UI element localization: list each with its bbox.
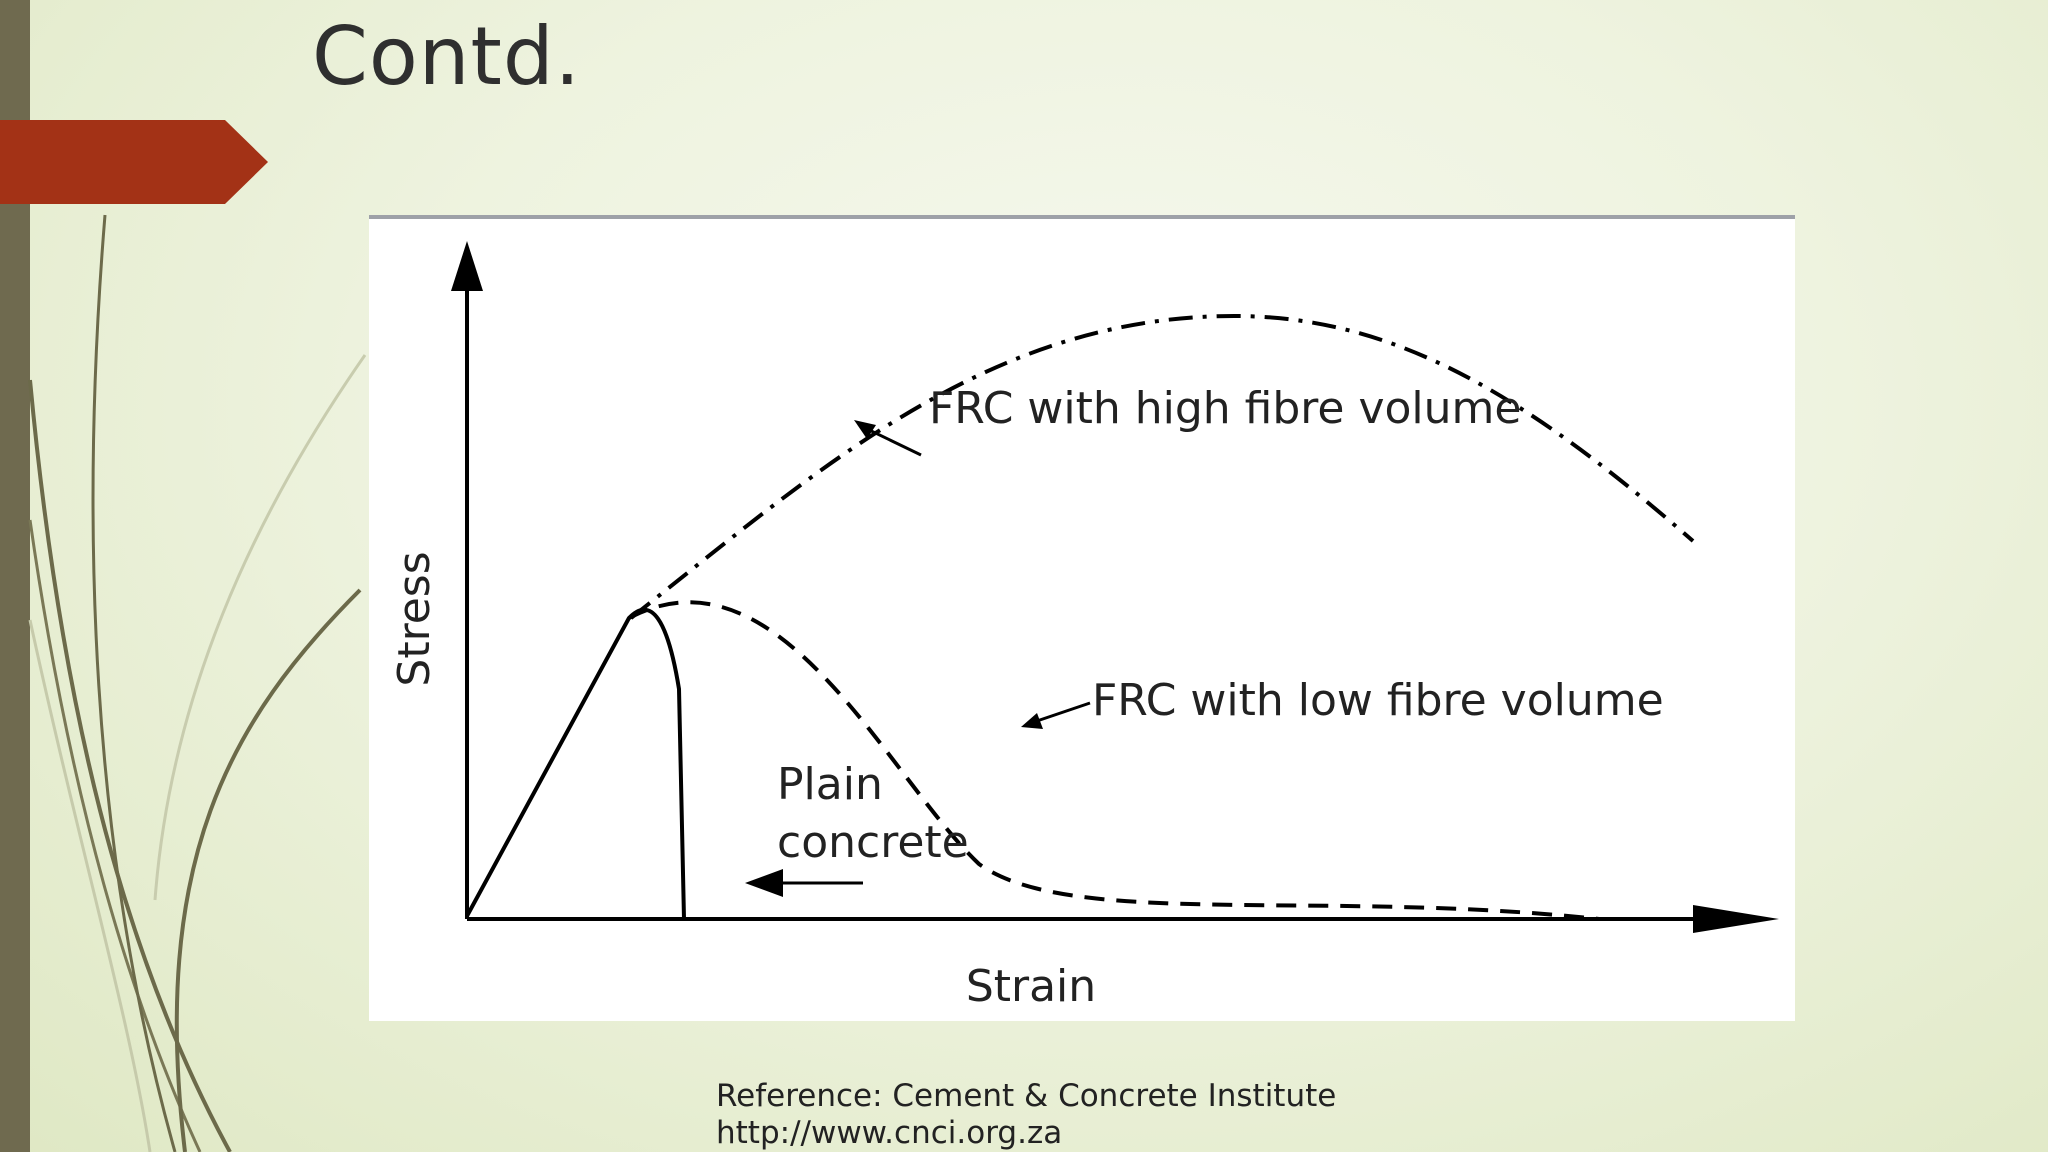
y-axis-label: Stress [389, 551, 440, 686]
slide-title: Contd. [312, 10, 582, 103]
curve-plain-concrete [465, 607, 686, 920]
label-plain-line1: Plain [777, 759, 883, 810]
label-frc-low-fibre: FRC with low fibre volume [1092, 675, 1664, 726]
diagram-canvas: FRC with high fibre volume FRC with low … [389, 241, 1779, 1012]
reference-line-source: Reference: Cement & Concrete Institute [716, 1078, 1337, 1114]
arrow-plain-head [745, 869, 783, 897]
arrow-high-fibre-head [854, 420, 876, 439]
curve-frc-low-fibre [628, 600, 1600, 921]
label-plain-line2: concrete [777, 817, 969, 868]
x-axis-label: Strain [966, 961, 1096, 1012]
arrow-low-fibre-head [1021, 713, 1043, 729]
stress-strain-diagram: FRC with high fibre volume FRC with low … [369, 215, 1795, 1021]
decorative-grass-lines [28, 214, 367, 1152]
label-frc-high-fibre: FRC with high fibre volume [929, 383, 1521, 434]
accent-arrow-shape [0, 120, 268, 204]
reference-line-url: http://www.cnci.org.za [716, 1115, 1063, 1151]
reference-block: Reference: Cement & Concrete Institute h… [716, 1078, 1336, 1152]
curve-frc-high-fibre [629, 313, 1695, 620]
accent-arrow-tab [0, 120, 268, 204]
arrow-low-fibre-line [1030, 701, 1091, 725]
x-axis-arrowhead [1693, 905, 1779, 933]
y-axis-arrowhead [451, 241, 483, 291]
